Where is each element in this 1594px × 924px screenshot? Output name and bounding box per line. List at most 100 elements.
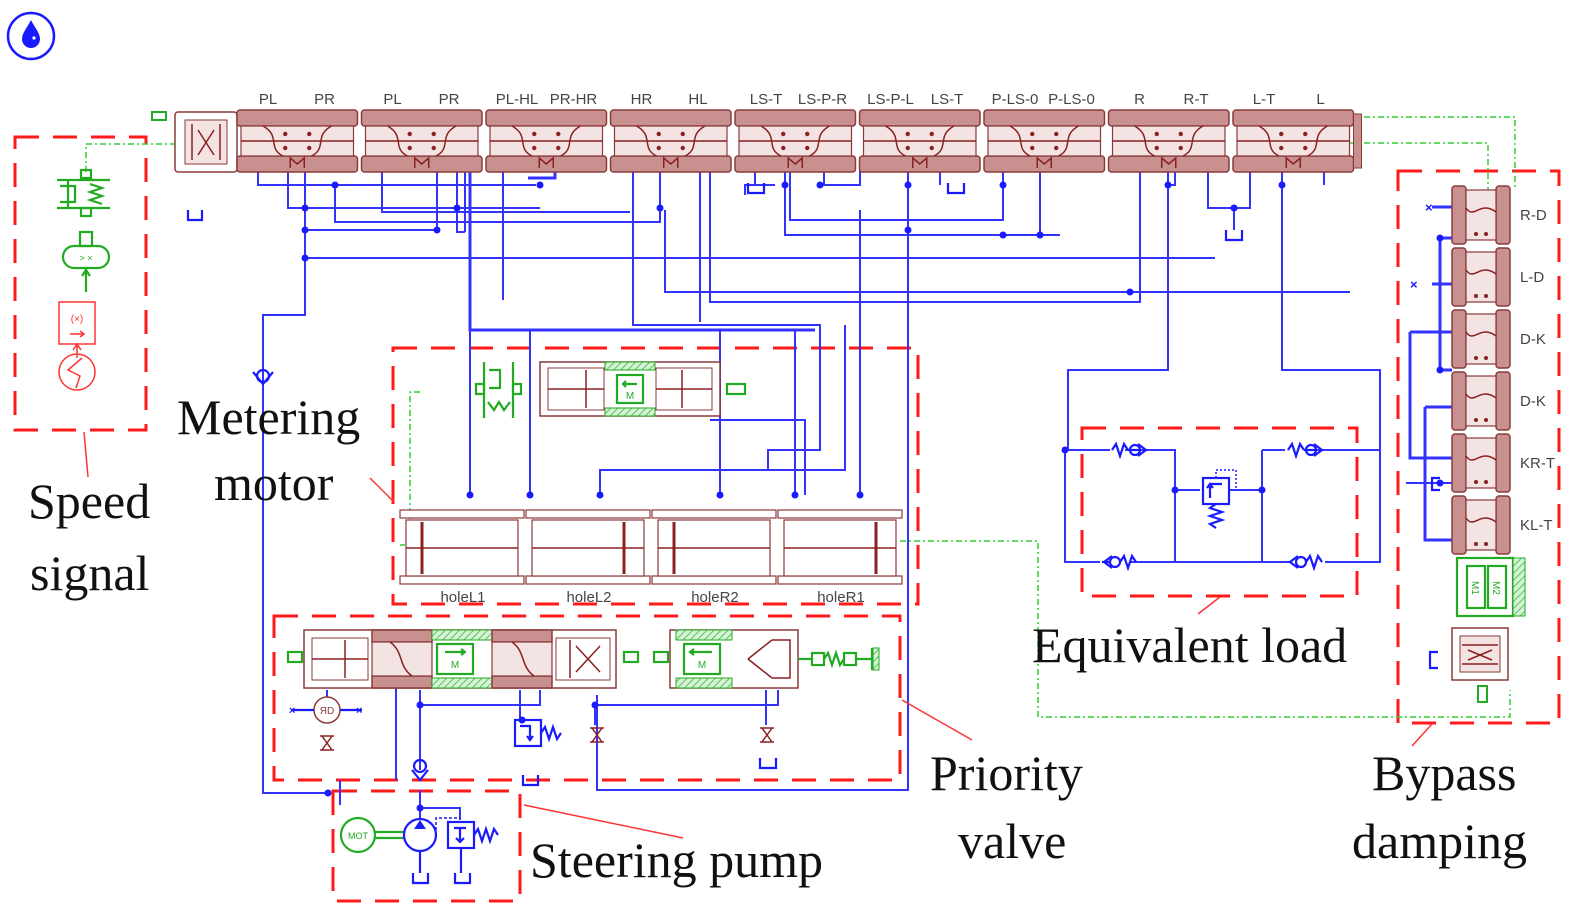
electric-motor-icon[interactable]: MOT: [339, 816, 404, 854]
port-label: HL: [688, 91, 707, 108]
spring-check-valve-icon: [1288, 553, 1323, 572]
bypass-mass-block[interactable]: M1 M2: [1455, 556, 1526, 618]
port-label: L: [1316, 91, 1324, 108]
callout-labels: Speed signal Metering motor Priority val…: [28, 389, 1527, 888]
metering-hole-label: holeL2: [566, 589, 611, 606]
label-priority-valve-1: Priority: [930, 745, 1083, 801]
port-label: R: [1134, 91, 1145, 108]
group-box-speed-signal: [13, 135, 148, 432]
metering-mass-label: M: [626, 391, 634, 402]
label-metering-motor-2: motor: [214, 455, 334, 511]
rotary-valve-bank: [151, 109, 1362, 173]
bypass-valve-unit[interactable]: [1451, 371, 1511, 431]
speed-signal-chain: > × (×): [57, 168, 111, 391]
port-label: HR: [631, 91, 653, 108]
hydraulic-motor-icon: ЯD × ×: [289, 696, 362, 724]
metering-motor-group: M holeL1 holeL2 holeR2 holeR1: [399, 361, 903, 606]
label-steering-pump: Steering pump: [530, 832, 823, 888]
svg-text:×: ×: [1410, 277, 1418, 292]
metering-hole-valve[interactable]: [651, 509, 777, 585]
port-label: PR: [439, 91, 460, 108]
label-priority-valve-2: valve: [958, 813, 1066, 869]
junction-dots: [301, 181, 1444, 812]
svg-text:×: ×: [289, 705, 295, 717]
port-label: PR-HR: [550, 91, 598, 108]
svg-text:×: ×: [1425, 200, 1433, 215]
bypass-port-label: D-K: [1520, 331, 1546, 348]
hydraulic-droplet-icon[interactable]: [6, 11, 56, 61]
group-box-priority-valve: [272, 614, 902, 782]
group-box-steering-pump: [331, 789, 522, 903]
signal-source-icon[interactable]: [58, 353, 96, 391]
label-metering-motor-1: Metering: [177, 389, 360, 445]
metering-hole-label: holeR1: [817, 589, 865, 606]
label-speed-signal-2: signal: [30, 545, 149, 601]
rotary-valve-unit[interactable]: [485, 109, 608, 173]
bypass-mass-2-label: M2: [1490, 581, 1501, 595]
label-bypass-damping-1: Bypass: [1372, 745, 1516, 801]
rotary-valve-unit[interactable]: [1107, 109, 1230, 173]
metering-spool-valve[interactable]: M: [539, 361, 747, 417]
rotary-valve-unit[interactable]: [236, 109, 359, 173]
relief-valve-icon: [513, 718, 562, 748]
priority-main-spool[interactable]: M: [303, 629, 617, 689]
plug-icon: × ×: [1410, 200, 1433, 292]
metering-hole-valves: holeL1 holeL2 holeR2 holeR1: [399, 509, 903, 606]
spring-check-valve-icon: [1102, 553, 1137, 572]
rotary-valve-unit[interactable]: [734, 109, 857, 173]
metering-hole-valve[interactable]: [777, 509, 903, 585]
port-label: LS-T: [750, 91, 783, 108]
port-label: P-LS-0: [992, 91, 1039, 108]
relief-valve-icon: [435, 817, 499, 873]
bypass-port-label: R-D: [1520, 207, 1547, 224]
bypass-valve-unit[interactable]: [1451, 309, 1511, 369]
bypass-port-label: KR-T: [1520, 455, 1555, 472]
rotary-valve-unit[interactable]: [609, 109, 732, 173]
metering-hole-label: holeR2: [691, 589, 739, 606]
metering-spring-damper[interactable]: [474, 362, 523, 418]
spring-check-valve-icon: [1111, 441, 1148, 460]
motor-label: MOT: [348, 831, 368, 841]
metering-hole-label: holeL1: [440, 589, 485, 606]
relief-valve-icon[interactable]: [1201, 469, 1237, 529]
pump-icon[interactable]: [402, 817, 438, 873]
group-box-equivalent-load: [1080, 426, 1359, 598]
rotary-valve-unit[interactable]: [360, 109, 483, 173]
bypass-port-label: L-D: [1520, 269, 1544, 286]
priority-spring: [798, 647, 880, 671]
port-label: P-LS-0: [1048, 91, 1095, 108]
rotary-spring-damper[interactable]: [57, 168, 110, 218]
priority-mass-1-label: M: [451, 660, 459, 671]
bypass-port-label: KL-T: [1520, 517, 1553, 534]
steering-pump-group: MOT: [339, 816, 499, 873]
orifice-icon: [320, 727, 774, 751]
bypass-valve-unit[interactable]: [1451, 495, 1511, 555]
rotary-valve-unit[interactable]: [983, 109, 1106, 173]
gain-block[interactable]: (×): [58, 301, 96, 358]
rotary-end-valve[interactable]: [151, 111, 238, 173]
rotary-valve-unit[interactable]: [858, 109, 981, 173]
spring-check-valve-icon: [1287, 441, 1324, 460]
bypass-valve-unit[interactable]: [1451, 433, 1511, 493]
bypass-valve-unit[interactable]: [1451, 247, 1511, 307]
port-label: LS-T: [931, 91, 964, 108]
bypass-end-valve[interactable]: [1451, 627, 1509, 703]
equivalent-load-group: [1102, 441, 1324, 572]
label-speed-signal-1: Speed: [28, 473, 150, 529]
check-valve-icon: [252, 368, 274, 386]
bypass-valve-unit[interactable]: [1451, 185, 1511, 245]
port-label: PL: [383, 91, 401, 108]
svg-text:(×): (×): [71, 314, 84, 325]
angular-velocity-sensor[interactable]: > ×: [61, 230, 111, 292]
svg-text:ЯD: ЯD: [320, 706, 334, 717]
metering-hole-valve[interactable]: [525, 509, 651, 585]
rotary-valve-unit[interactable]: [1232, 109, 1355, 173]
priority-pilot-spool[interactable]: M: [669, 629, 799, 689]
label-bypass-damping-2: damping: [1352, 813, 1527, 869]
port-label: PR: [314, 91, 335, 108]
bypass-valve-column: [1451, 185, 1511, 555]
metering-hole-valve[interactable]: [399, 509, 525, 585]
port-label: L-T: [1253, 91, 1276, 108]
